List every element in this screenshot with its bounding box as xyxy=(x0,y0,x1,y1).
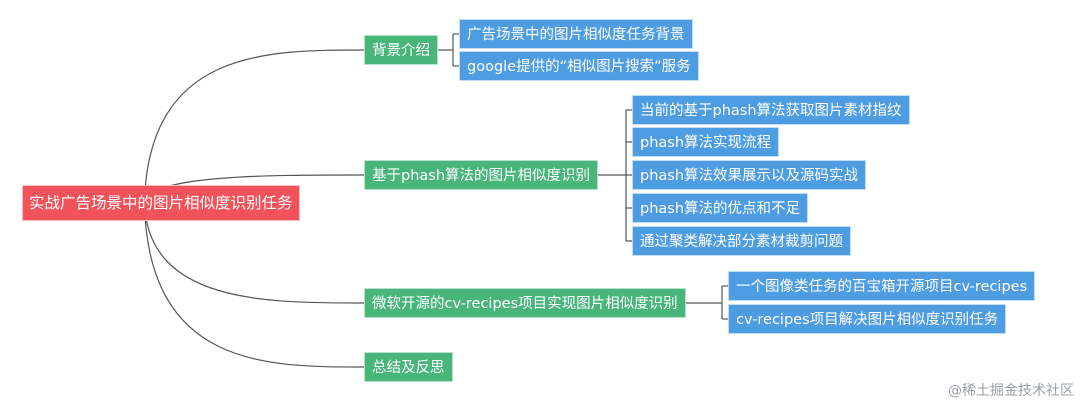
leaf-cv-similarity[interactable]: cv-recipes项目解决图片相似度识别任务 xyxy=(728,304,1007,334)
leaf-label: 广告场景中的图片相似度任务背景 xyxy=(467,27,685,43)
connector-root-branch xyxy=(143,202,365,368)
leaf-label: phash算法效果展示以及源码实战 xyxy=(640,168,859,184)
watermark: @稀土掘金技术社区 xyxy=(948,380,1074,400)
branch-label: 基于phash算法的图片相似度识别 xyxy=(372,168,591,184)
leaf-phash-pros-cons[interactable]: phash算法的优点和不足 xyxy=(632,193,809,223)
branch-cv-recipes[interactable]: 微软开源的cv-recipes项目实现图片相似度识别 xyxy=(364,288,686,318)
leaf-background-task[interactable]: 广告场景中的图片相似度任务背景 xyxy=(459,19,693,49)
connector-root-branch xyxy=(143,49,365,204)
branch-summary[interactable]: 总结及反思 xyxy=(364,352,453,382)
branch-background[interactable]: 背景介绍 xyxy=(364,35,438,65)
branch-phash[interactable]: 基于phash算法的图片相似度识别 xyxy=(364,160,599,190)
leaf-cv-toolbox[interactable]: 一个图像类任务的百宝箱开源项目cv-recipes xyxy=(728,271,1036,301)
leaf-label: google提供的“相似图片搜索”服务 xyxy=(467,59,691,75)
leaf-phash-demo[interactable]: phash算法效果展示以及源码实战 xyxy=(632,160,867,190)
leaf-phash-clustering[interactable]: 通过聚类解决部分素材裁剪问题 xyxy=(632,226,851,256)
leaf-phash-fingerprint[interactable]: 当前的基于phash算法获取图片素材指纹 xyxy=(632,95,910,125)
root-topic-label: 实战广告场景中的图片相似度识别任务 xyxy=(29,194,293,212)
branch-label: 微软开源的cv-recipes项目实现图片相似度识别 xyxy=(372,296,678,312)
leaf-label: 通过聚类解决部分素材裁剪问题 xyxy=(640,234,843,250)
leaf-label: 一个图像类任务的百宝箱开源项目cv-recipes xyxy=(736,279,1028,295)
root-topic[interactable]: 实战广告场景中的图片相似度识别任务 xyxy=(22,185,300,221)
leaf-label: phash算法实现流程 xyxy=(640,135,772,151)
branch-label: 总结及反思 xyxy=(372,360,445,376)
connector-root-branch xyxy=(143,202,365,304)
leaf-label: 当前的基于phash算法获取图片素材指纹 xyxy=(640,103,902,119)
leaf-google-search[interactable]: google提供的“相似图片搜索”服务 xyxy=(459,51,699,81)
branch-label: 背景介绍 xyxy=(372,43,430,59)
leaf-phash-flow[interactable]: phash算法实现流程 xyxy=(632,127,780,157)
leaf-label: phash算法的优点和不足 xyxy=(640,201,801,217)
leaf-label: cv-recipes项目解决图片相似度识别任务 xyxy=(736,312,999,328)
watermark-text: @稀土掘金技术社区 xyxy=(948,383,1074,399)
